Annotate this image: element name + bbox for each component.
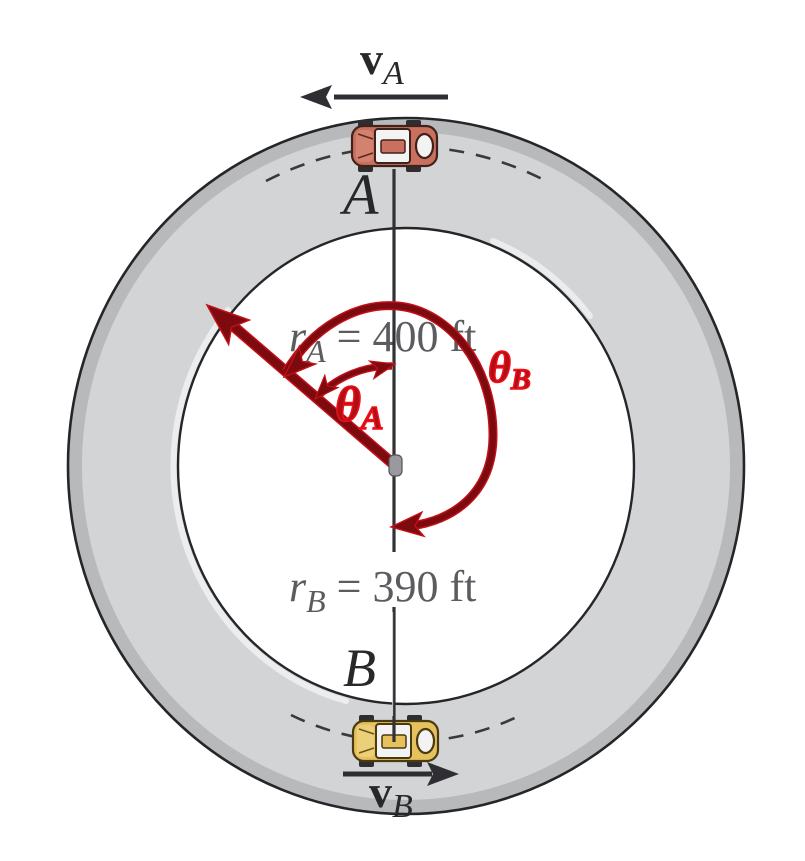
theta-b-arrowhead-start — [282, 344, 319, 379]
radius-arrow-shaft — [222, 315, 402, 473]
label-theta-b-sub: B — [510, 363, 531, 396]
label-point-a: A — [339, 162, 379, 227]
velocity-arrow-b — [343, 762, 459, 786]
velocity-arrowhead-b — [427, 762, 459, 786]
label-v-a-sub: A — [381, 55, 404, 92]
label-v-a-symbol: v — [360, 33, 383, 84]
track-inner-highlight-left — [170, 307, 349, 704]
track-ring — [66, 116, 746, 816]
label-r-b: rB = 390 ft — [289, 562, 476, 619]
label-theta-a-symbol: θ — [335, 376, 361, 432]
velocity-arrowhead-a — [300, 85, 332, 109]
theta-b-arc — [282, 301, 498, 538]
car-b-rear-window — [415, 727, 436, 755]
radius-arrow — [205, 303, 403, 474]
label-point-b: B — [343, 638, 376, 698]
track-inner-highlight-right — [490, 238, 593, 319]
center-pivot — [388, 454, 403, 477]
track-annulus — [68, 118, 744, 814]
label-r-b-value: = 390 ft — [326, 562, 477, 611]
label-v-b-symbol: v — [369, 766, 392, 817]
radius-arrowhead — [205, 303, 252, 347]
car-b-hood-lines — [358, 728, 375, 754]
label-theta-b: θB — [488, 343, 531, 396]
theta-a-arc — [313, 360, 397, 401]
theta-a-arrowhead-left — [313, 373, 340, 401]
label-theta-b-symbol: θ — [488, 343, 511, 392]
label-v-b-sub: B — [392, 788, 413, 825]
label-theta-a-sub: A — [359, 400, 384, 437]
car-a-hood-lines — [357, 133, 374, 159]
label-v-a: vA — [360, 33, 404, 92]
theta-a-arrowhead-right — [367, 360, 397, 381]
label-v-b: vB — [369, 766, 413, 825]
label-r-a: rA = 400 ft — [289, 312, 476, 369]
label-r-b-symbol: r — [289, 562, 307, 611]
label-r-b-sub: B — [306, 583, 326, 619]
track-inner-edge — [176, 226, 636, 706]
track-outer-edge — [66, 116, 746, 816]
velocity-arrow-a — [300, 85, 448, 109]
car-a-rear-window — [414, 132, 435, 160]
theta-b-arrowhead-end — [389, 510, 426, 538]
label-theta-a: θA — [335, 376, 384, 437]
theta-b-arc-stroke — [283, 302, 497, 529]
car-a — [350, 120, 439, 172]
car-a-roof — [380, 139, 406, 154]
